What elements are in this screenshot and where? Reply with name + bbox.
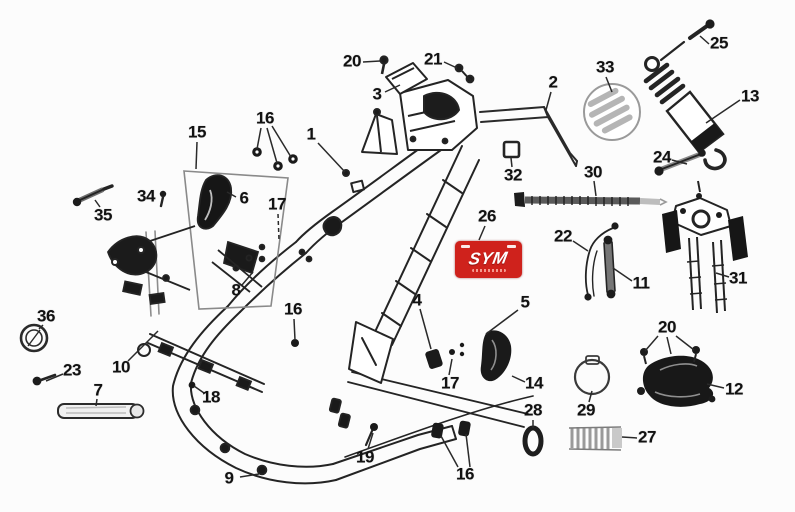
logo-corner-mark <box>507 245 516 248</box>
leader-line-20 <box>675 335 695 351</box>
leader-line-6 <box>226 191 237 198</box>
leader-line-21 <box>443 61 458 69</box>
spring-sketch <box>568 426 622 451</box>
sym-logo-text: SYM <box>467 248 510 269</box>
pedal-bracket-sketch <box>196 174 266 293</box>
leader-line-18 <box>193 385 205 394</box>
frame-sketch <box>137 127 534 485</box>
leader-line-26 <box>478 225 486 241</box>
oring-sketch <box>522 425 544 457</box>
leader-line-14 <box>511 375 526 383</box>
leader-line-16 <box>293 318 296 341</box>
leader-line-16 <box>465 433 471 468</box>
leader-line-25 <box>699 35 710 45</box>
leader-line-7 <box>95 398 98 407</box>
leader-line-1 <box>317 142 346 173</box>
shock-absorber-sketch <box>643 19 727 176</box>
logo-corner-mark <box>461 245 470 248</box>
leader-line-17 <box>448 358 453 376</box>
leader-line-20 <box>666 336 672 355</box>
leader-line-16 <box>256 127 262 150</box>
leader-line-11 <box>612 267 633 282</box>
leader-line-29 <box>588 390 593 403</box>
leader-line-27 <box>621 436 638 439</box>
leader-line-8 <box>241 271 254 286</box>
leader-line-31 <box>715 272 730 278</box>
leader-lines <box>38 35 741 478</box>
leader-line-33 <box>605 76 613 93</box>
leader-line-23 <box>45 373 64 382</box>
engine-bracket-sketch <box>637 346 716 407</box>
leader-line-30 <box>593 180 597 197</box>
panel-box-15 <box>183 170 289 310</box>
leader-line-12 <box>706 383 725 389</box>
leader-line-13 <box>705 99 741 124</box>
leader-line-20 <box>644 335 659 352</box>
leader-line-20 <box>362 60 381 63</box>
leader-line-35 <box>94 199 101 208</box>
leader-line-16 <box>271 125 292 158</box>
leader-line-10 <box>127 330 159 362</box>
axle-rod-sketch <box>57 403 145 419</box>
side-bracket-sketch <box>480 330 512 382</box>
leader-line-2 <box>545 91 552 111</box>
engine-hanger-cluster-sketch <box>107 225 351 476</box>
sym-logo-subtext-mark <box>471 269 506 272</box>
leader-line-32 <box>510 157 513 168</box>
long-bolt-sketch <box>514 192 668 207</box>
bearing-ring-sketch <box>19 323 49 353</box>
leader-line-17 <box>277 213 280 241</box>
hose-clamp-sketch <box>573 355 611 396</box>
small-fasteners-sketch <box>32 147 471 447</box>
leader-line-16 <box>440 435 459 468</box>
leader-line-5 <box>485 309 519 335</box>
front-fork-sketch <box>662 180 748 314</box>
kick-plate-sketch <box>583 83 641 141</box>
leader-line-15 <box>195 141 198 170</box>
stay-rod-sketch <box>584 222 619 301</box>
leader-line-9 <box>239 473 260 478</box>
leader-line-3 <box>384 84 401 93</box>
leader-line-16 <box>266 127 278 164</box>
square-nut-sketch <box>502 140 521 159</box>
leader-line-19 <box>367 432 374 450</box>
rear-tube-part2-sketch <box>479 105 578 167</box>
leader-line-24 <box>671 159 688 165</box>
leader-line-4 <box>419 308 432 350</box>
sym-logo-sticker: SYM <box>455 241 522 278</box>
steering-head-sketch <box>298 55 478 263</box>
leader-line-22 <box>572 240 589 252</box>
leader-line-36 <box>38 324 44 330</box>
